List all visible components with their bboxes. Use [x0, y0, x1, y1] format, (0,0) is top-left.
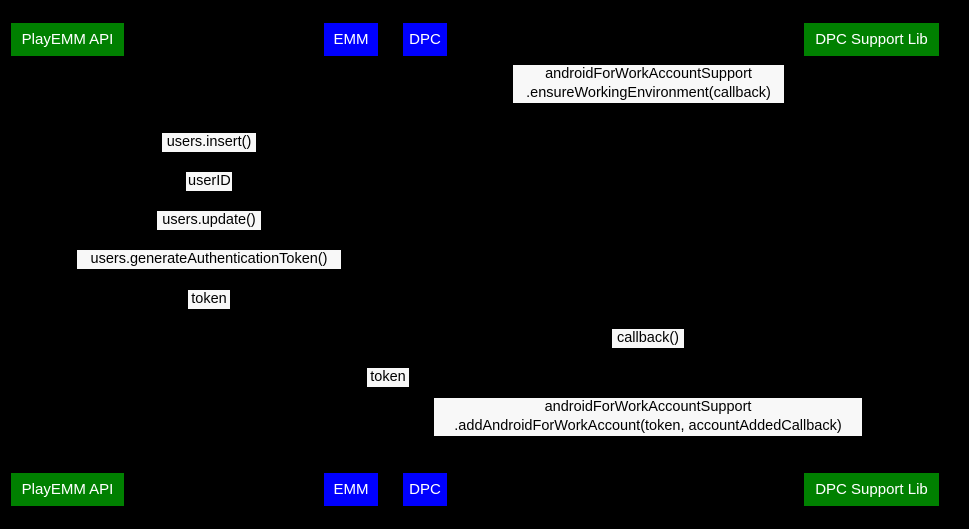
participant-bottom-emm[interactable]: EMM	[324, 473, 378, 506]
message-label-users-update: users.update()	[157, 211, 261, 230]
message-label-users-insert: users.insert()	[162, 133, 256, 152]
participant-bottom-playemm-api[interactable]: PlayEMM API	[11, 473, 124, 506]
message-label-user-id: userID	[186, 172, 232, 191]
message-label-ensure-working-environment: androidForWorkAccountSupport .ensureWork…	[513, 65, 784, 103]
message-label-token-to-emm: token	[188, 290, 230, 309]
participant-bottom-dpc-support-lib[interactable]: DPC Support Lib	[804, 473, 939, 506]
participant-top-dpc-support-lib[interactable]: DPC Support Lib	[804, 23, 939, 56]
message-label-callback: callback()	[612, 329, 684, 348]
participant-top-playemm-api[interactable]: PlayEMM API	[11, 23, 124, 56]
message-label-users-generate-authentication-token: users.generateAuthenticationToken()	[77, 250, 341, 269]
message-label-add-android-for-work-account: androidForWorkAccountSupport .addAndroid…	[434, 398, 862, 436]
participant-top-dpc[interactable]: DPC	[403, 23, 447, 56]
participant-bottom-dpc[interactable]: DPC	[403, 473, 447, 506]
message-label-token-to-dpc: token	[367, 368, 409, 387]
participant-top-emm[interactable]: EMM	[324, 23, 378, 56]
